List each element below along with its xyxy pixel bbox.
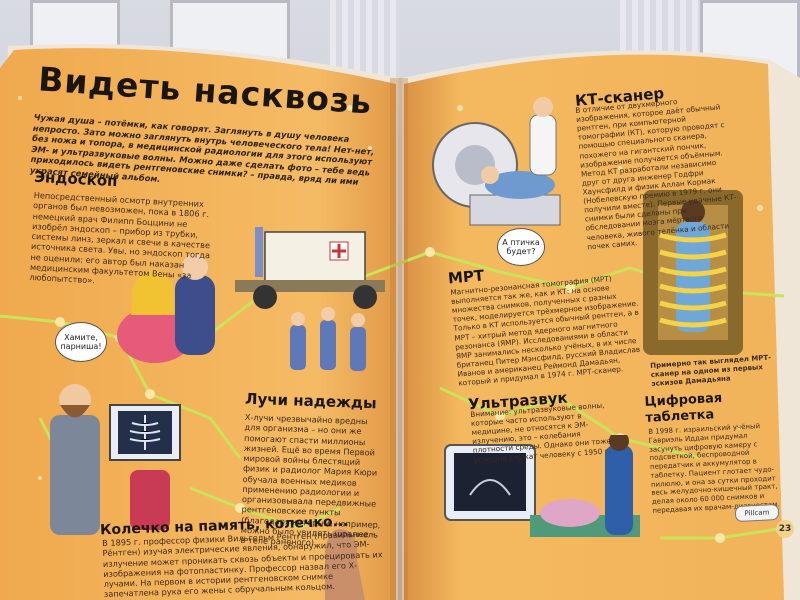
ct-speech-bubble: А птичка будет? (497, 228, 545, 266)
illustration-roentgen (50, 384, 181, 535)
mri-text: Магнитно-резонансная томография (МРТ) вы… (450, 273, 641, 388)
ring-text: В 1895 г. профессор физики Вильгельм Рен… (102, 528, 383, 600)
ct-text: В отличие от двухмерного изображения, ко… (575, 97, 737, 252)
pillcam-label: Pillcam (744, 508, 770, 518)
endoscope-text: Непосредственный осмотр внутренних орган… (29, 190, 211, 286)
illustration-ultrasound (444, 435, 640, 537)
illustration-ct-scanner (432, 97, 561, 226)
illustration-soldiers (290, 307, 366, 371)
page-number: 23 (776, 520, 794, 538)
illustration-endoscope-doctor (117, 254, 215, 363)
illustration-mri-sketch (643, 190, 743, 355)
pill-heading: Цифровая таблетка (644, 390, 723, 427)
illustration-ambulance (235, 227, 385, 309)
pill-text: В 1998 г. израильский учёный Гавриэль Ид… (648, 422, 780, 515)
pillcam-capsule: Pillcam (734, 503, 780, 523)
endoscope-speech-bubble: Хамите, парниша! (55, 322, 107, 362)
illustration-hand (325, 529, 365, 600)
ultrasound-text: Внимание: ультразвуковые волны, которые … (470, 400, 612, 465)
